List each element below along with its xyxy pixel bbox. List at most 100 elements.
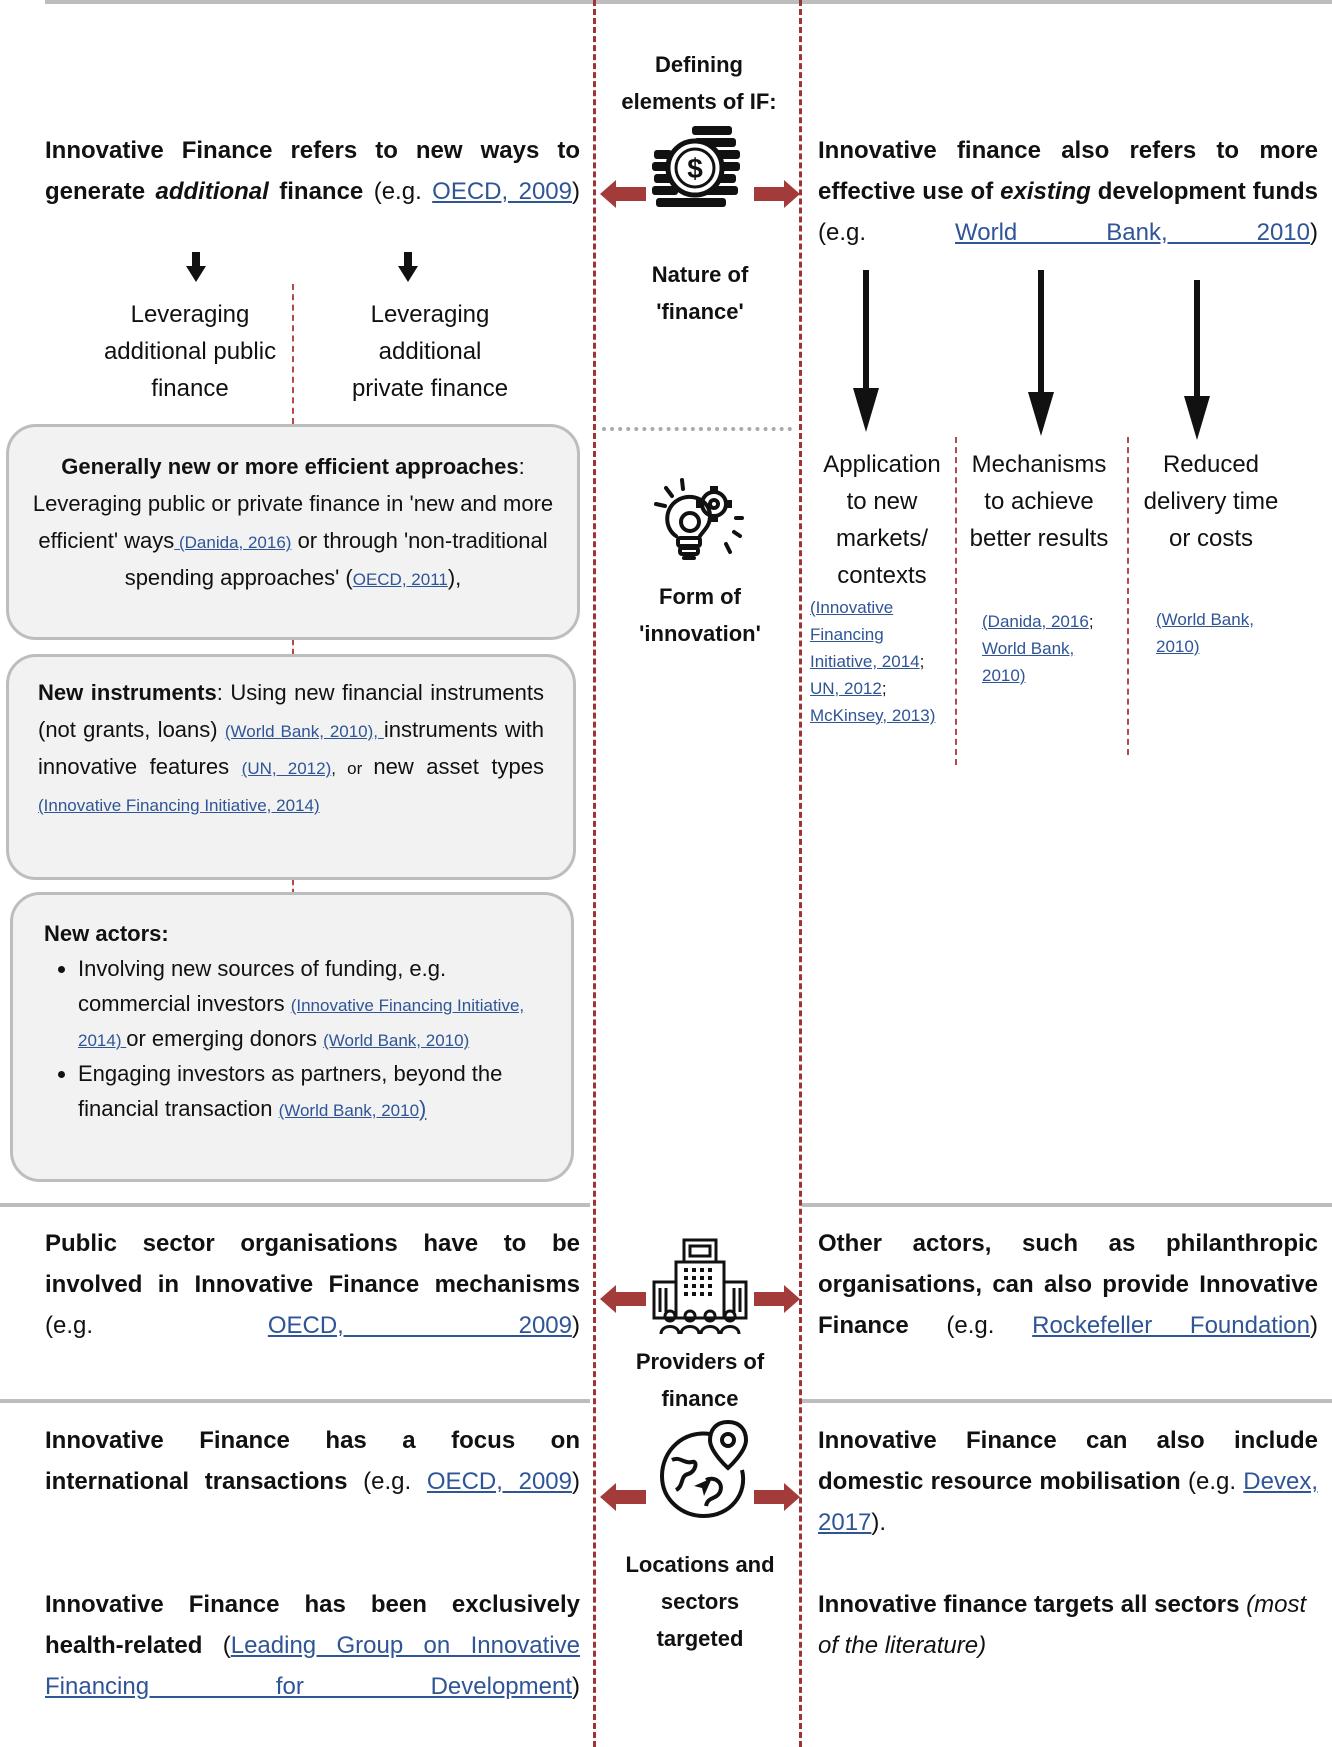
box2-text-1: : Using new financial instruments (not g… [38, 680, 544, 742]
providers-right-eg: (e.g. [908, 1312, 1033, 1339]
link-oecd-2009-c[interactable]: OECD, 2009 [426, 1468, 572, 1495]
finance-left-strong-2: finance [268, 178, 364, 205]
box2-text-2: instruments with innovative features [38, 717, 544, 779]
arrow-right-providers [754, 1285, 800, 1313]
center-nature: Nature of 'finance' [651, 262, 749, 324]
link-rockefeller[interactable]: Rockefeller Foundation [1032, 1312, 1311, 1339]
link-world-bank-2010-b[interactable]: (World Bank, 2010), [224, 722, 384, 741]
box1-text-1: : Leveraging public or private finance i… [32, 454, 554, 553]
leverage-private: Leveraging additional private finance [351, 301, 509, 402]
divider-col-2-3 [1127, 437, 1129, 755]
locations-left-1: Innovative Finance has a focus on intern… [45, 1420, 580, 1502]
divider-box-1-2 [292, 640, 294, 654]
box3-item1-text-2: or emerging donors [126, 1026, 324, 1051]
arrow-left-providers [600, 1285, 646, 1313]
col2-sep-1: ; [1088, 612, 1094, 631]
finance-right-eg: (e.g. [818, 219, 956, 246]
link-world-bank-2010-d[interactable]: (World Bank, 2010 [278, 1101, 420, 1120]
providers-left-text: Public sector organisations have to be i… [45, 1223, 580, 1346]
box-new-actors-text: New actors: Involving new sources of fun… [44, 916, 544, 1126]
locations-r1-strong: Innovative Finance can also include dome… [818, 1427, 1318, 1495]
rule-providers-left [0, 1203, 590, 1207]
gear-bulb-icon [654, 478, 744, 560]
link-oecd-2011[interactable]: OECD, 2011 [352, 570, 448, 589]
finance-right-emphasis: existing [1000, 178, 1091, 205]
down-arrow-private [398, 252, 418, 282]
arrow-right-finance [754, 180, 800, 208]
rule-locations-right [802, 1399, 1332, 1403]
arrow-right-locations [754, 1483, 800, 1511]
box-new-instruments-text: New instruments: Using new financial ins… [38, 674, 544, 822]
box1-text-2: or through 'non-traditional spending app… [124, 528, 548, 590]
locations-left-2: Innovative Finance has been exclusively … [45, 1584, 580, 1707]
box2-text-4: new asset types [373, 754, 545, 779]
finance-left-emphasis: additional [155, 178, 269, 205]
link-ifi-2014-b[interactable]: (Innovative Financing Initiative, 2014) [78, 996, 525, 1050]
down-arrow-col3 [1184, 280, 1210, 440]
link-oecd-2009-a[interactable]: OECD, 2009 [432, 178, 572, 205]
providers-right-text: Other actors, such as philanthropic orga… [818, 1223, 1318, 1346]
svg-text:$: $ [687, 153, 703, 184]
box3-title: New actors: [44, 921, 169, 946]
box1-text-3: ), [447, 565, 462, 590]
locations-l1-strong: Innovative Finance has a focus on intern… [45, 1427, 580, 1495]
down-arrow-col1 [853, 270, 879, 432]
locations-l2-strong: Innovative Finance has been exclusively … [45, 1591, 580, 1659]
locations-r1-close: ). [871, 1509, 887, 1536]
providers-left-close: ) [572, 1312, 580, 1339]
box-efficient-approaches-text: Generally new or more efficient approach… [30, 448, 556, 596]
locations-l2-close: ) [572, 1673, 580, 1700]
finance-left-text: Innovative Finance refers to new ways to… [45, 130, 580, 212]
link-world-bank-2010-f[interactable]: (World Bank, 2010) [1156, 610, 1254, 656]
providers-left-eg: (e.g. [45, 1312, 268, 1339]
link-un-2012-a[interactable]: (UN, 2012) [241, 759, 332, 778]
globe-pin-icon [659, 1420, 749, 1519]
locations-l1-close: ) [572, 1468, 580, 1495]
providers-right-close: ) [1310, 1312, 1319, 1339]
col-mechanisms: Mechanisms to achieve better results [969, 451, 1109, 552]
center-form: Form of 'innovation' [639, 584, 761, 646]
col-reduced: Reduced delivery time or costs [1143, 451, 1279, 552]
box-new-actors [10, 892, 574, 1182]
col-mechanisms-refs: (Danida, 2016; World Bank, 2010) [982, 608, 1112, 689]
col-reduced-refs: (World Bank, 2010) [1156, 606, 1286, 660]
box-efficient-approaches [6, 424, 580, 640]
providers-right-strong: Other actors, such as philanthropic orga… [818, 1230, 1318, 1339]
link-danida-2016-a[interactable]: (Danida, 2016) [174, 533, 292, 552]
link-leading-group[interactable]: Leading Group on Innovative Financing fo… [45, 1632, 580, 1700]
link-world-bank-2010-e[interactable]: World Bank, 2010) [982, 639, 1075, 685]
link-danida-2016-b[interactable]: (Danida, 2016 [982, 612, 1089, 631]
divider-right [799, 0, 802, 1747]
link-world-bank-2010-a[interactable]: World Bank, 2010 [955, 219, 1310, 246]
center-separator [602, 427, 792, 431]
divider-left [593, 0, 596, 1747]
link-devex-2017[interactable]: Devex, 2017 [818, 1468, 1318, 1536]
rule-locations-left [0, 1399, 590, 1403]
link-ifi-2014-a[interactable]: (Innovative Financing Initiative, 2014) [38, 796, 320, 815]
link-world-bank-2010-c[interactable]: (World Bank, 2010) [323, 1031, 470, 1050]
finance-left-strong-1: Innovative Finance refers to new ways to… [45, 137, 580, 205]
link-mckinsey-2013[interactable]: McKinsey, 2013) [810, 706, 936, 725]
box2-text-3: , or [331, 759, 374, 778]
col-application-refs: (Innovative Financing Initiative, 2014; … [810, 594, 955, 729]
box3-item1-text-1: Involving new sources of funding, e.g. c… [78, 956, 447, 1016]
list-item: Involving new sources of funding, e.g. c… [78, 951, 544, 1056]
rule-providers-right [802, 1203, 1332, 1207]
locations-right-2: Innovative finance targets all sectors (… [818, 1584, 1318, 1666]
box1-title: Generally new or more efficient approach… [61, 454, 519, 479]
finance-left-eg: (e.g. [363, 178, 433, 205]
down-arrow-public [186, 252, 206, 282]
new-actors-list: Involving new sources of funding, e.g. c… [44, 951, 544, 1126]
center-locations: Locations and sectors targeted [625, 1552, 775, 1651]
money-icon: $ [652, 126, 740, 207]
building-people-icon [652, 1238, 748, 1335]
link-ifi-2014-c[interactable]: (Innovative Financing Initiative, 2014 [810, 598, 920, 671]
link-oecd-2009-b[interactable]: OECD, 2009 [267, 1312, 572, 1339]
locations-right-1: Innovative Finance can also include dome… [818, 1420, 1318, 1543]
locations-l2-open: ( [202, 1632, 231, 1659]
locations-r2-italic: (most of the literature) [818, 1591, 1307, 1659]
top-rule [45, 0, 1332, 4]
locations-r1-eg: (e.g. [1180, 1468, 1244, 1495]
leverage-public: Leveraging additional public finance [103, 301, 277, 402]
link-un-2012-b[interactable]: UN, 2012 [810, 679, 882, 698]
